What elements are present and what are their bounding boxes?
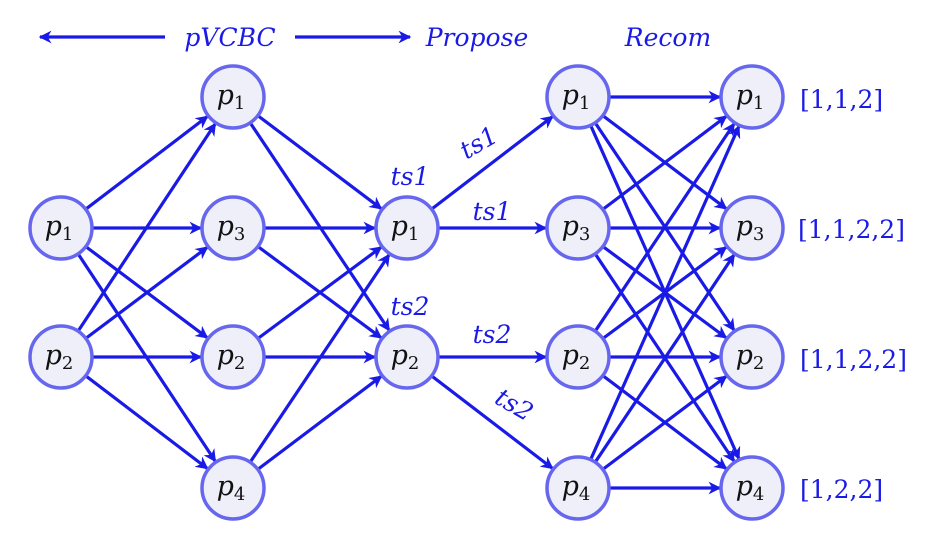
edge-c3a-to-c4a: [430, 115, 554, 211]
node-circle: [719, 324, 785, 390]
nodes-layer: p1 p2 p1 p3 p2 p4 p1 p2 p1 p3 p2 p4 p1 p3 p2 p4: [28, 64, 785, 521]
node-label: p3: [562, 211, 591, 245]
node-p2-col4: p2: [545, 324, 611, 390]
node-label: p1: [562, 80, 591, 114]
edge-c1b-to-c2a: [76, 122, 217, 332]
header-recom-label: Recom: [624, 23, 711, 52]
node-circle: [374, 324, 440, 390]
node-circle: [545, 455, 611, 521]
result-tag-p3: [1,1,2,2]: [798, 215, 905, 244]
node-p4-col5: p4: [719, 455, 785, 521]
result-tag-p4: [1,2,2]: [800, 475, 883, 504]
node-label: p3: [217, 211, 246, 245]
node-label: p2: [562, 340, 591, 374]
header-propose-label: Propose: [425, 23, 529, 52]
ts1-label-above-p1: ts1: [391, 162, 430, 191]
edge-c1b-to-c2b: [84, 245, 209, 340]
node-circle: [200, 455, 266, 521]
node-p4-col4: p4: [545, 455, 611, 521]
node-p3-col5: p3: [719, 195, 785, 261]
ts1-label-edge-to-p3: ts1: [473, 197, 512, 226]
node-label: p1: [45, 211, 74, 245]
node-label: p1: [217, 80, 246, 114]
edge-c4d-to-c5c: [601, 374, 728, 471]
node-circle: [374, 195, 440, 261]
node-circle: [719, 64, 785, 130]
edge-c3b-to-c4d: [430, 374, 554, 470]
edge-c1b-to-c2d: [84, 374, 209, 470]
node-circle: [200, 324, 266, 390]
edge-c2c-to-c3a: [256, 245, 383, 340]
ts2-label-edge-to-p4: ts2: [490, 382, 538, 427]
node-circle: [28, 195, 94, 261]
node-label: p2: [736, 340, 765, 374]
node-p3-col2: p3: [200, 195, 266, 261]
node-p1-col2: p1: [200, 64, 266, 130]
node-p1-col5: p1: [719, 64, 785, 130]
node-label: p3: [736, 211, 765, 245]
node-p2-col3: p2: [374, 324, 440, 390]
edge-c2d-to-c3b: [256, 374, 383, 471]
node-p1-col4: p1: [545, 64, 611, 130]
edge-c2a-to-c3a: [256, 114, 383, 211]
node-label: p4: [736, 471, 765, 505]
node-label: p4: [562, 471, 591, 505]
ts2-label-edge-to-p2: ts2: [473, 320, 512, 349]
result-tag-p2: [1,1,2,2]: [800, 345, 907, 374]
node-label: p4: [217, 471, 246, 505]
node-p3-col4: p3: [545, 195, 611, 261]
edge-c2d-to-c3a: [248, 253, 391, 464]
node-p1-col3: p1: [374, 195, 440, 261]
node-circle: [545, 195, 611, 261]
node-circle: [719, 455, 785, 521]
node-p4-col2: p4: [200, 455, 266, 521]
node-p2-col5: p2: [719, 324, 785, 390]
node-p2-col2: p2: [200, 324, 266, 390]
node-circle: [719, 195, 785, 261]
node-circle: [28, 324, 94, 390]
edge-c1a-to-c2a: [84, 115, 209, 211]
edge-c4d-to-c5b: [593, 253, 736, 464]
edge-c4b-to-c5a: [601, 114, 728, 211]
edges-layer: [76, 90, 741, 495]
header-pvcbc-label: pVCBC: [184, 23, 275, 52]
ts2-label-above-p2: ts2: [391, 292, 430, 321]
node-circle: [545, 64, 611, 130]
node-label: p2: [391, 340, 420, 374]
node-label: p2: [45, 340, 74, 374]
node-label: p2: [217, 340, 246, 374]
edge-c4d-to-c5a: [589, 125, 741, 461]
node-circle: [200, 195, 266, 261]
node-circle: [545, 324, 611, 390]
node-label: p1: [736, 80, 765, 114]
result-tag-p1: [1,1,2]: [800, 85, 883, 114]
node-label: p1: [391, 211, 420, 245]
node-p2-col1: p2: [28, 324, 94, 390]
node-p1-col1: p1: [28, 195, 94, 261]
node-circle: [200, 64, 266, 130]
edge-c4c-to-c5a: [593, 122, 736, 333]
